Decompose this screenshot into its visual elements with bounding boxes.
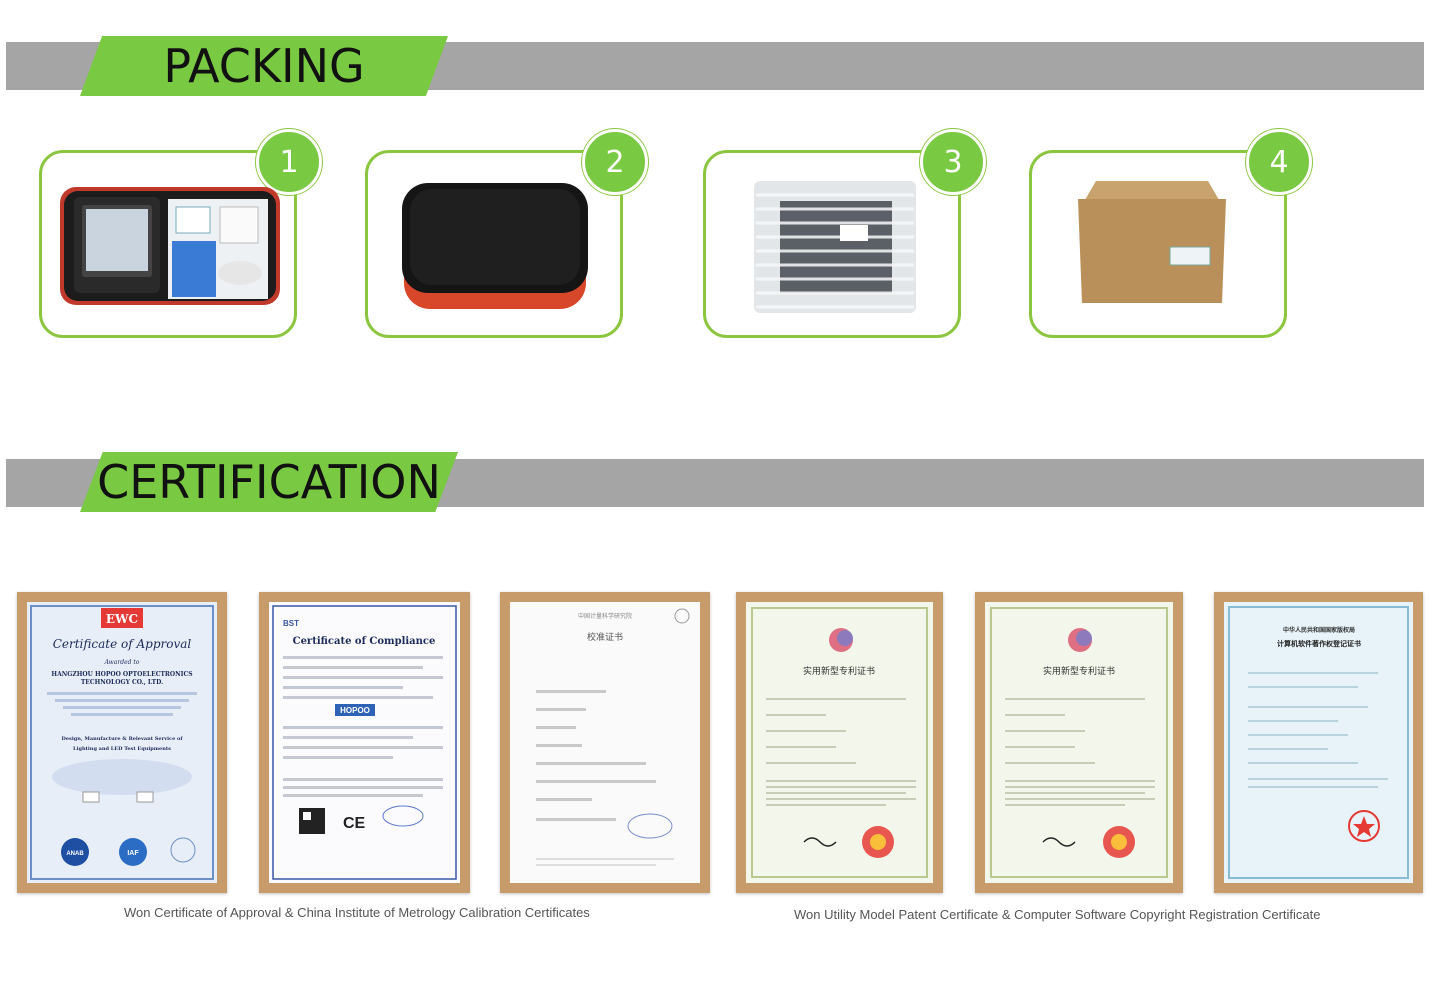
packing-step-3: 3 (703, 129, 986, 338)
step-number: 3 (920, 129, 986, 195)
iaf-badge: IAF (127, 850, 139, 857)
approval-certificate-art: EWC Certificate of Approval Awarded to H… (27, 602, 217, 883)
packing-step-2: 2 (365, 129, 648, 338)
patent1-title: 实用新型专利证书 (803, 665, 875, 677)
software-header: 中华人民共和国国家版权局 (1283, 626, 1355, 634)
patent2-certificate-art: 实用新型专利证书 (985, 602, 1173, 883)
compliance-title: Certificate of Compliance (293, 636, 436, 647)
certificate-of-compliance: BST Certificate of Compliance HOPOO CE (259, 592, 470, 893)
approval-company-2: TECHNOLOGY CO., LTD. (81, 679, 163, 686)
ewc-logo-text: EWC (106, 612, 138, 626)
metrology-header: 中国计量科学研究院 (578, 612, 632, 620)
caption-left: Won Certificate of Approval & China Inst… (124, 905, 590, 920)
air-wrap-image (754, 181, 916, 313)
software-title: 计算机软件著作权登记证书 (1277, 639, 1361, 648)
open-case-image (60, 187, 280, 305)
approval-awarded: Awarded to (104, 659, 140, 666)
software-certificate-art: 中华人民共和国国家版权局 计算机软件著作权登记证书 (1224, 602, 1413, 883)
hopoo-mark: HOPOO (340, 706, 370, 715)
certificate-of-approval: EWC Certificate of Approval Awarded to H… (17, 592, 227, 893)
software-copyright-certificate: 中华人民共和国国家版权局 计算机软件著作权登记证书 (1214, 592, 1423, 893)
metrology-certificate-art: 中国计量科学研究院 校准证书 (510, 602, 700, 883)
patent1-certificate-art: 实用新型专利证书 (746, 602, 933, 883)
ce-mark: CE (343, 815, 366, 832)
metrology-title: 校准证书 (587, 631, 623, 642)
step-number: 1 (256, 129, 322, 195)
caption-right: Won Utility Model Patent Certificate & C… (794, 907, 1321, 922)
bst-logo: BST (283, 619, 299, 628)
packing-title: PACKING (163, 39, 365, 93)
certification-tag: CERTIFICATION (80, 452, 458, 512)
step-number: 4 (1246, 129, 1312, 195)
approval-scope: Design, Manufacture & Relevant Service o… (61, 736, 183, 742)
approval-company-1: HANGZHOU HOPOO OPTOELECTRONICS (51, 671, 192, 678)
packing-step-4: 4 (1029, 129, 1312, 338)
compliance-certificate-art: BST Certificate of Compliance HOPOO CE (269, 602, 460, 883)
metrology-calibration-certificate: 中国计量科学研究院 校准证书 (500, 592, 710, 893)
box-image (1078, 181, 1226, 303)
closed-case-image (402, 183, 588, 309)
step-number: 2 (582, 129, 648, 195)
anab-badge: ANAB (66, 851, 84, 857)
approval-title: Certificate of Approval (53, 637, 192, 651)
utility-model-patent-certificate-1: 实用新型专利证书 (736, 592, 943, 893)
packing-step-1: 1 (39, 129, 322, 338)
approval-scope-2: Lighting and LED Test Equipments (73, 746, 171, 752)
certification-title: CERTIFICATION (97, 455, 441, 509)
patent2-title: 实用新型专利证书 (1043, 665, 1115, 677)
packing-tag: PACKING (80, 36, 448, 96)
utility-model-patent-certificate-2: 实用新型专利证书 (975, 592, 1183, 893)
